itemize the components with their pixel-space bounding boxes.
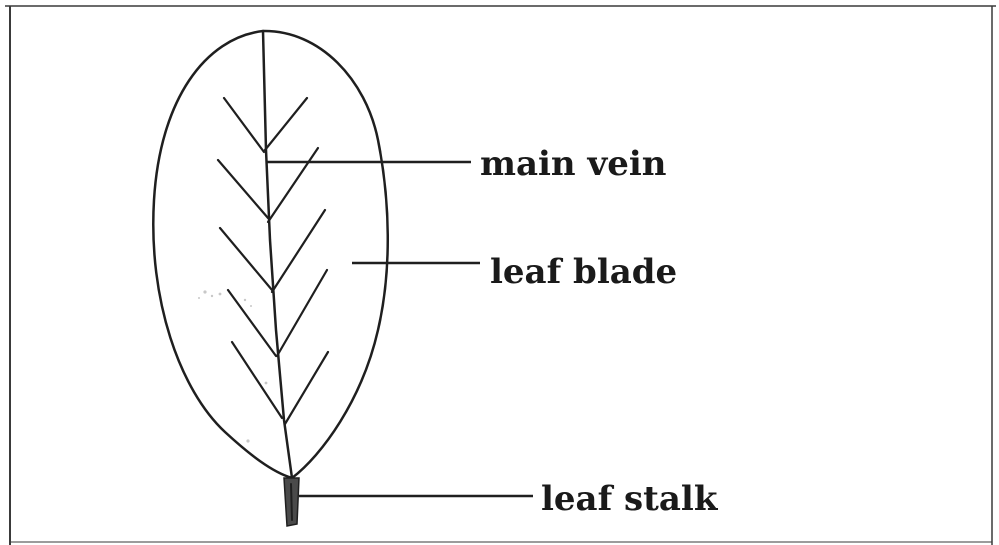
side-vein-right-1 [265,98,307,150]
side-vein-left-2 [218,160,268,218]
side-vein-right-5 [285,352,328,424]
pencil-smudges [198,290,267,442]
leaf-blade-label: leaf blade [490,252,677,292]
side-vein-right-4 [277,270,327,356]
side-vein-left-3 [220,228,272,290]
side-vein-left-1 [224,98,264,152]
side-vein-right-2 [268,148,318,222]
leaf-stalk-label: leaf stalk [541,479,719,519]
main-vein-label: main vein [480,144,667,184]
side-vein-right-3 [272,210,325,292]
side-veins [218,98,328,424]
leaf-stalk-highlight [291,484,292,520]
